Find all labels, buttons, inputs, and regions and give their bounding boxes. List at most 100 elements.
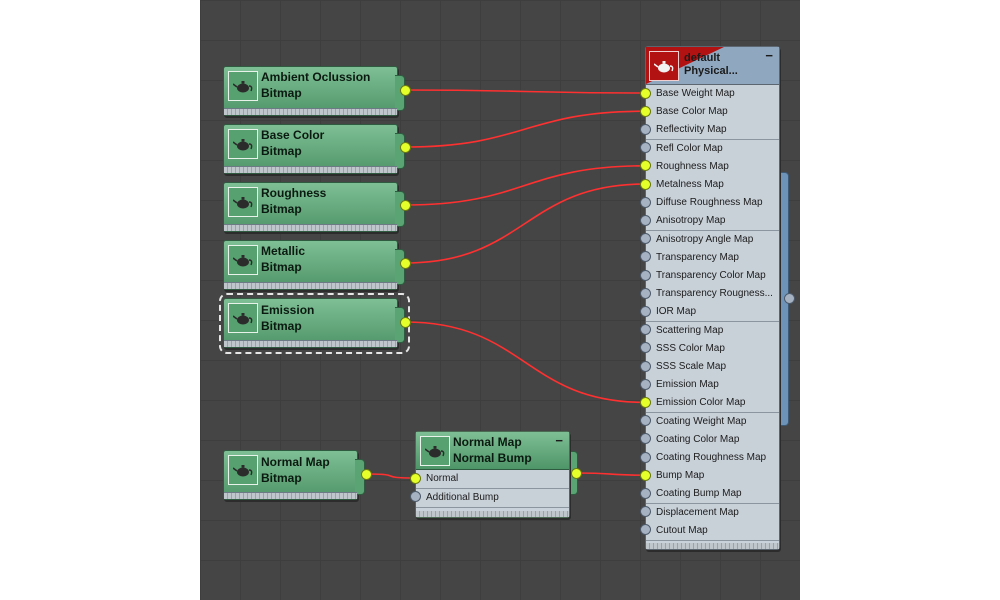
- material-input-socket[interactable]: [639, 324, 651, 336]
- bitmap-output-socket[interactable]: [399, 84, 411, 96]
- material-slot[interactable]: Transparency Rougness...: [646, 285, 779, 305]
- material-input-socket[interactable]: [639, 269, 651, 281]
- bitmap-output-socket[interactable]: [399, 199, 411, 211]
- bitmap-node-metallic[interactable]: Metallic Bitmap: [223, 240, 405, 290]
- node-resize-strip[interactable]: [224, 492, 357, 499]
- material-slot[interactable]: Coating Bump Map: [646, 485, 779, 505]
- material-slot[interactable]: Anisotropy Map: [646, 212, 779, 232]
- slot-label: Diffuse Roughness Map: [656, 197, 763, 209]
- node-type: Bitmap: [261, 319, 302, 333]
- material-input-socket[interactable]: [639, 433, 651, 445]
- normal-input-socket[interactable]: [409, 472, 421, 484]
- teapot-icon: [228, 129, 258, 159]
- slot-label: Normal: [426, 473, 459, 484]
- node-title: Base Color: [261, 128, 325, 142]
- bitmap-node-emission[interactable]: Emission Bitmap: [223, 298, 405, 348]
- slot-label: Reflectivity Map: [656, 124, 727, 136]
- material-input-socket[interactable]: [639, 342, 651, 354]
- normal-bump-node[interactable]: Normal Map Normal Bump − Normal Addition…: [415, 431, 570, 518]
- material-input-socket[interactable]: [639, 487, 651, 499]
- material-slot[interactable]: Anisotropy Angle Map: [646, 230, 779, 250]
- material-slot[interactable]: Coating Color Map: [646, 430, 779, 450]
- node-resize-strip[interactable]: [224, 224, 397, 231]
- material-input-socket[interactable]: [639, 469, 651, 481]
- slot-label: Emission Map: [656, 379, 719, 391]
- bitmap-output-socket[interactable]: [360, 468, 372, 480]
- material-slot[interactable]: Transparency Color Map: [646, 267, 779, 286]
- material-input-socket[interactable]: [639, 524, 651, 536]
- bitmap-output-socket[interactable]: [399, 316, 411, 328]
- material-slot[interactable]: Scattering Map: [646, 321, 779, 341]
- teapot-icon: [228, 187, 258, 217]
- material-input-socket[interactable]: [639, 196, 651, 208]
- material-input-socket[interactable]: [639, 123, 651, 135]
- material-slot[interactable]: IOR Map: [646, 303, 779, 323]
- teapot-icon: [228, 245, 258, 275]
- material-slot[interactable]: Emission Color Map: [646, 394, 779, 414]
- material-input-socket[interactable]: [639, 396, 651, 408]
- node-type: Bitmap: [261, 260, 302, 274]
- node-resize-strip[interactable]: [416, 511, 569, 517]
- material-slot[interactable]: Transparency Map: [646, 248, 779, 268]
- material-input-socket[interactable]: [639, 287, 651, 299]
- material-input-socket[interactable]: [639, 142, 651, 154]
- slot-label: Additional Bump: [426, 492, 499, 503]
- material-input-socket[interactable]: [639, 360, 651, 372]
- material-slot[interactable]: Diffuse Roughness Map: [646, 194, 779, 214]
- additional-bump-input-socket[interactable]: [409, 490, 421, 502]
- material-slot[interactable]: Coating Roughness Map: [646, 449, 779, 468]
- material-input-socket[interactable]: [639, 251, 651, 263]
- slot-label: Emission Color Map: [656, 397, 746, 409]
- material-slot[interactable]: Bump Map: [646, 467, 779, 487]
- material-slot[interactable]: SSS Scale Map: [646, 358, 779, 377]
- node-resize-strip[interactable]: [224, 166, 397, 173]
- material-input-socket[interactable]: [639, 214, 651, 226]
- node-header[interactable]: Normal Map Normal Bump −: [416, 432, 569, 470]
- material-slot[interactable]: SSS Color Map: [646, 339, 779, 359]
- material-slot[interactable]: Refl Color Map: [646, 139, 779, 159]
- bitmap-node-roughness[interactable]: Roughness Bitmap: [223, 182, 405, 232]
- bitmap-node-ambient-occlusion[interactable]: Ambient Oclussion Bitmap: [223, 66, 405, 116]
- material-output-socket[interactable]: [783, 292, 795, 304]
- bitmap-output-socket[interactable]: [399, 141, 411, 153]
- input-slot-additional-bump[interactable]: Additional Bump: [416, 489, 569, 508]
- material-input-socket[interactable]: [639, 178, 651, 190]
- material-input-socket[interactable]: [639, 105, 651, 117]
- material-input-socket[interactable]: [639, 160, 651, 172]
- node-title: Emission: [261, 303, 315, 317]
- material-input-socket[interactable]: [639, 378, 651, 390]
- material-input-socket[interactable]: [639, 233, 651, 245]
- material-input-socket[interactable]: [639, 451, 651, 463]
- material-input-socket[interactable]: [639, 305, 651, 317]
- material-input-socket[interactable]: [639, 415, 651, 427]
- bitmap-output-socket[interactable]: [399, 257, 411, 269]
- collapse-button[interactable]: −: [555, 433, 563, 448]
- bitmap-node-base-color[interactable]: Base Color Bitmap: [223, 124, 405, 174]
- material-slot[interactable]: Coating Weight Map: [646, 412, 779, 432]
- node-type: Bitmap: [261, 202, 302, 216]
- material-input-socket[interactable]: [639, 506, 651, 518]
- material-slot[interactable]: Cutout Map: [646, 521, 779, 541]
- material-slot[interactable]: Roughness Map: [646, 157, 779, 177]
- input-slot-normal[interactable]: Normal: [416, 470, 569, 489]
- node-title: Ambient Oclussion: [261, 70, 371, 84]
- material-slot[interactable]: Base Weight Map: [646, 85, 779, 104]
- material-input-socket[interactable]: [639, 87, 651, 99]
- material-slot[interactable]: Metalness Map: [646, 176, 779, 195]
- collapse-button[interactable]: −: [765, 48, 773, 63]
- material-slot[interactable]: Reflectivity Map: [646, 121, 779, 141]
- slot-label: Anisotropy Map: [656, 215, 726, 227]
- normal-bump-output-socket[interactable]: [570, 467, 582, 479]
- material-slot[interactable]: Base Color Map: [646, 103, 779, 123]
- node-resize-strip[interactable]: [224, 340, 397, 347]
- node-resize-strip[interactable]: [224, 108, 397, 115]
- teapot-icon: [228, 455, 258, 485]
- node-resize-strip[interactable]: [224, 282, 397, 289]
- material-slot[interactable]: Emission Map: [646, 376, 779, 396]
- node-resize-strip[interactable]: [646, 543, 779, 549]
- bitmap-node-normal-map[interactable]: Normal Map Bitmap: [223, 450, 365, 500]
- material-slot[interactable]: Displacement Map: [646, 503, 779, 523]
